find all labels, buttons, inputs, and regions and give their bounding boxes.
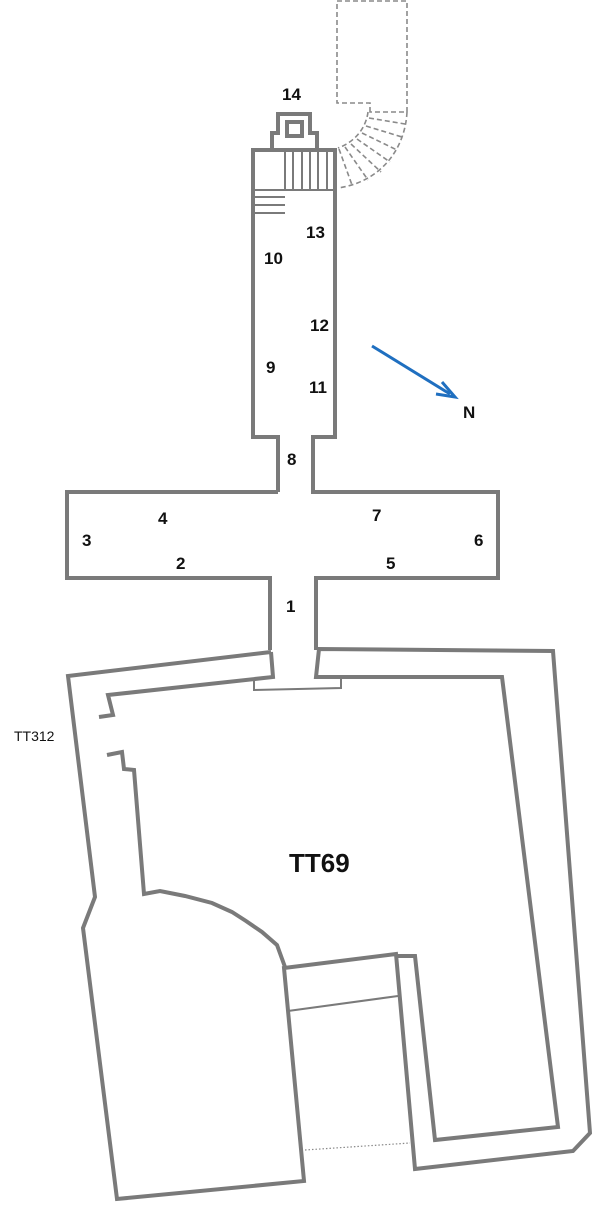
tomb-label-tt69: TT69 [289, 848, 350, 878]
tomb-label-tt312: TT312 [14, 728, 55, 744]
scene-number: 13 [306, 223, 325, 242]
inner-hall-walls [65, 148, 500, 650]
scene-number: 9 [266, 358, 275, 377]
scene-number: 8 [287, 450, 296, 469]
dashed-stair-structure [336, 0, 408, 189]
scene-number: 11 [309, 378, 327, 397]
north-arrow [371, 344, 459, 400]
scene-number: 7 [372, 506, 381, 525]
scene-number: 10 [264, 249, 283, 268]
scene-number: 12 [310, 316, 329, 335]
scene-number: 4 [158, 509, 168, 528]
north-label: N [463, 403, 475, 422]
tt69-walls [65, 646, 593, 1202]
scene-number: 6 [474, 531, 483, 550]
scene-number: 2 [176, 554, 185, 573]
scene-number: 1 [286, 597, 295, 616]
stair-steps [255, 150, 335, 214]
scene-number: 3 [82, 531, 91, 550]
niche-14 [270, 112, 319, 148]
scene-number: 5 [386, 554, 395, 573]
scene-number: 14 [282, 85, 301, 104]
